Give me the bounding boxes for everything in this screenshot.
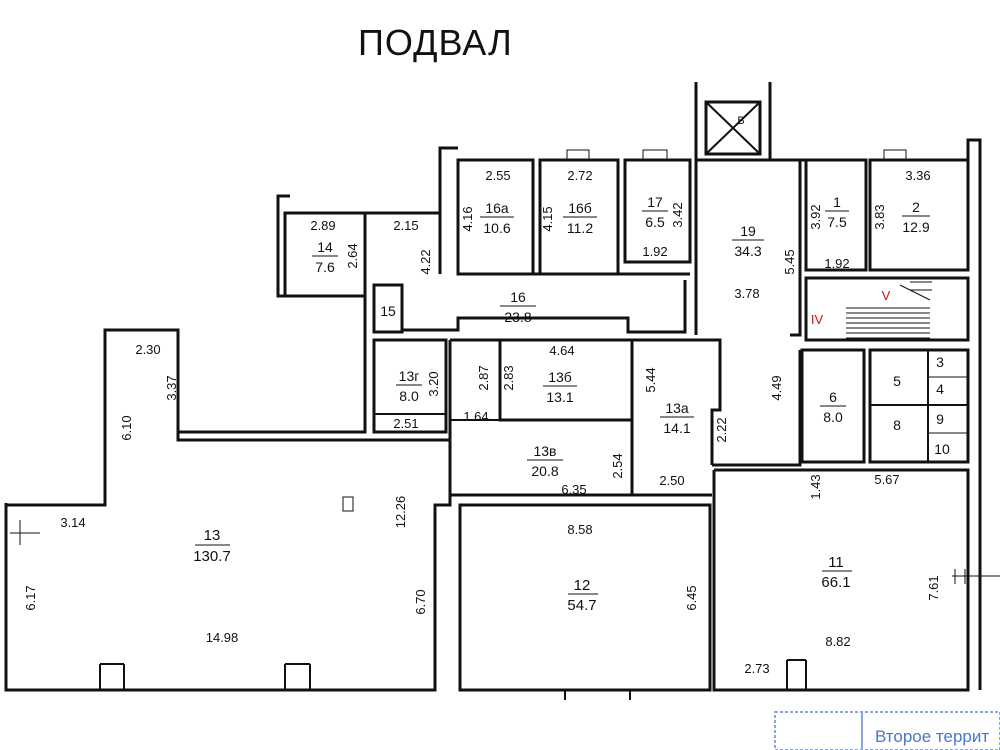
dim-3-14: 3.14	[60, 515, 85, 530]
stamp-text: Второе террит	[875, 727, 989, 746]
dim-8-82: 8.82	[825, 634, 850, 649]
dim-5-67: 5.67	[874, 472, 899, 487]
dim-6-17: 6.17	[23, 585, 38, 610]
room-19-id: 19	[740, 223, 756, 239]
dim-4-64: 4.64	[549, 343, 574, 358]
dim-6-35: 6.35	[561, 482, 586, 497]
room-1-id: 1	[833, 194, 841, 210]
dimension-labels: 2.30 3.37 6.10 3.14 6.17 12.26 6.70 14.9…	[23, 168, 941, 676]
room-1-area: 7.5	[827, 214, 847, 230]
dim-2-64: 2.64	[345, 243, 360, 268]
dim-3-37: 3.37	[164, 375, 179, 400]
room-13-id: 13	[204, 527, 221, 544]
room-17-area: 6.5	[645, 214, 665, 230]
room-16a-id: 16а	[485, 200, 509, 216]
room-14-area: 7.6	[315, 259, 335, 275]
room-2-id: 2	[912, 199, 920, 215]
dim-4-16: 4.16	[460, 206, 475, 231]
room-17-id: 17	[647, 194, 663, 210]
room-13b-id: 13б	[548, 369, 572, 385]
room-6-id: 6	[829, 389, 837, 405]
room-13-area: 130.7	[193, 548, 231, 565]
dim-12-26: 12.26	[393, 496, 408, 529]
dim-6-70: 6.70	[413, 589, 428, 614]
elevator-label: В	[737, 115, 744, 127]
dim-2-55: 2.55	[485, 168, 510, 183]
dim-1-43: 1.43	[808, 474, 823, 499]
room-13g-area: 8.0	[399, 388, 419, 404]
room-5-label: 5	[893, 373, 901, 389]
room-4-label: 4	[936, 381, 944, 397]
room-13a-id: 13а	[665, 400, 689, 416]
room-19-area: 34.3	[734, 243, 761, 259]
dim-3-92: 3.92	[808, 204, 823, 229]
dim-2-15: 2.15	[393, 218, 418, 233]
dim-2-87: 2.87	[476, 365, 491, 390]
dim-7-61: 7.61	[926, 575, 941, 600]
dim-3-42: 3.42	[670, 202, 685, 227]
dim-1-92-a: 1.92	[642, 244, 667, 259]
room-16b-area: 11.2	[567, 220, 593, 236]
dim-14-98: 14.98	[206, 630, 239, 645]
dim-4-15: 4.15	[540, 206, 555, 231]
dim-5-45: 5.45	[782, 249, 797, 274]
dim-6-45: 6.45	[684, 585, 699, 610]
dim-2-73: 2.73	[744, 661, 769, 676]
dim-1-92-b: 1.92	[824, 256, 849, 271]
room-10-label: 10	[934, 441, 950, 457]
room-8-label: 8	[893, 417, 901, 433]
walls	[4, 82, 1000, 700]
dim-2-89: 2.89	[310, 218, 335, 233]
dim-2-83: 2.83	[501, 365, 516, 390]
room-11-id: 11	[828, 554, 844, 571]
dim-3-78: 3.78	[734, 286, 759, 301]
room-3-label: 3	[936, 354, 944, 370]
room-13v-area: 20.8	[531, 463, 558, 479]
dim-4-22: 4.22	[418, 249, 433, 274]
room-13b-area: 13.1	[546, 389, 573, 405]
dim-2-22: 2.22	[714, 417, 729, 442]
room-16-id: 16	[510, 289, 526, 305]
page-title: ПОДВАЛ	[358, 22, 513, 63]
room-16b-id: 16б	[568, 200, 592, 216]
room-9-label: 9	[936, 411, 944, 427]
dim-6-10: 6.10	[119, 415, 134, 440]
room-12-id: 12	[574, 577, 591, 594]
dim-3-36: 3.36	[905, 168, 930, 183]
room-16a-area: 10.6	[483, 220, 510, 236]
room-6-area: 8.0	[823, 409, 843, 425]
dim-2-50: 2.50	[659, 473, 684, 488]
room-12-area: 54.7	[567, 597, 596, 614]
dim-8-58: 8.58	[567, 522, 592, 537]
room-13g-id: 13г	[399, 368, 420, 384]
room-16-area: 23.8	[504, 309, 531, 325]
dim-2-54: 2.54	[610, 453, 625, 478]
dim-4-49: 4.49	[769, 375, 784, 400]
room-15-label: 15	[380, 303, 396, 319]
dim-1-64: 1.64	[463, 409, 488, 424]
stair-mark-iv: IV	[811, 312, 824, 327]
dim-2-72: 2.72	[567, 168, 592, 183]
room-labels: 13 130.7 12 54.7 11 66.1 13в 20.8 13б 13…	[193, 115, 950, 614]
dim-5-44: 5.44	[643, 367, 658, 392]
dim-2-51: 2.51	[393, 416, 418, 431]
room-14-id: 14	[317, 239, 333, 255]
dim-2-30: 2.30	[135, 342, 160, 357]
stair-mark-v: V	[882, 288, 891, 303]
dim-3-20: 3.20	[426, 371, 441, 396]
stamp: Второе террит	[774, 711, 1000, 750]
room-11-area: 66.1	[821, 574, 850, 591]
room-2-area: 12.9	[902, 219, 929, 235]
room-13a-area: 14.1	[663, 420, 690, 436]
room-13v-id: 13в	[533, 443, 556, 459]
dim-3-83: 3.83	[872, 204, 887, 229]
